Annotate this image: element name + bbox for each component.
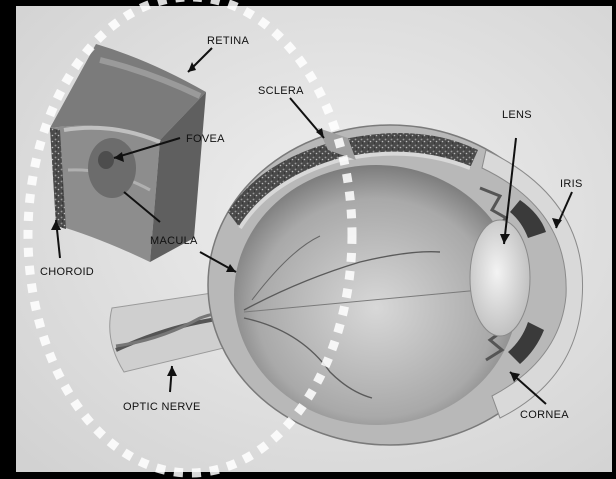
label-lens: LENS	[502, 109, 532, 121]
label-retina: RETINA	[207, 35, 249, 47]
label-iris: IRIS	[560, 178, 583, 190]
label-optic-nerve: OPTIC NERVE	[123, 401, 201, 413]
label-macula: MACULA	[150, 235, 198, 247]
label-fovea: FOVEA	[186, 133, 225, 145]
label-sclera: SCLERA	[258, 85, 304, 97]
label-choroid: CHOROID	[40, 266, 94, 278]
label-cornea: CORNEA	[520, 409, 569, 421]
